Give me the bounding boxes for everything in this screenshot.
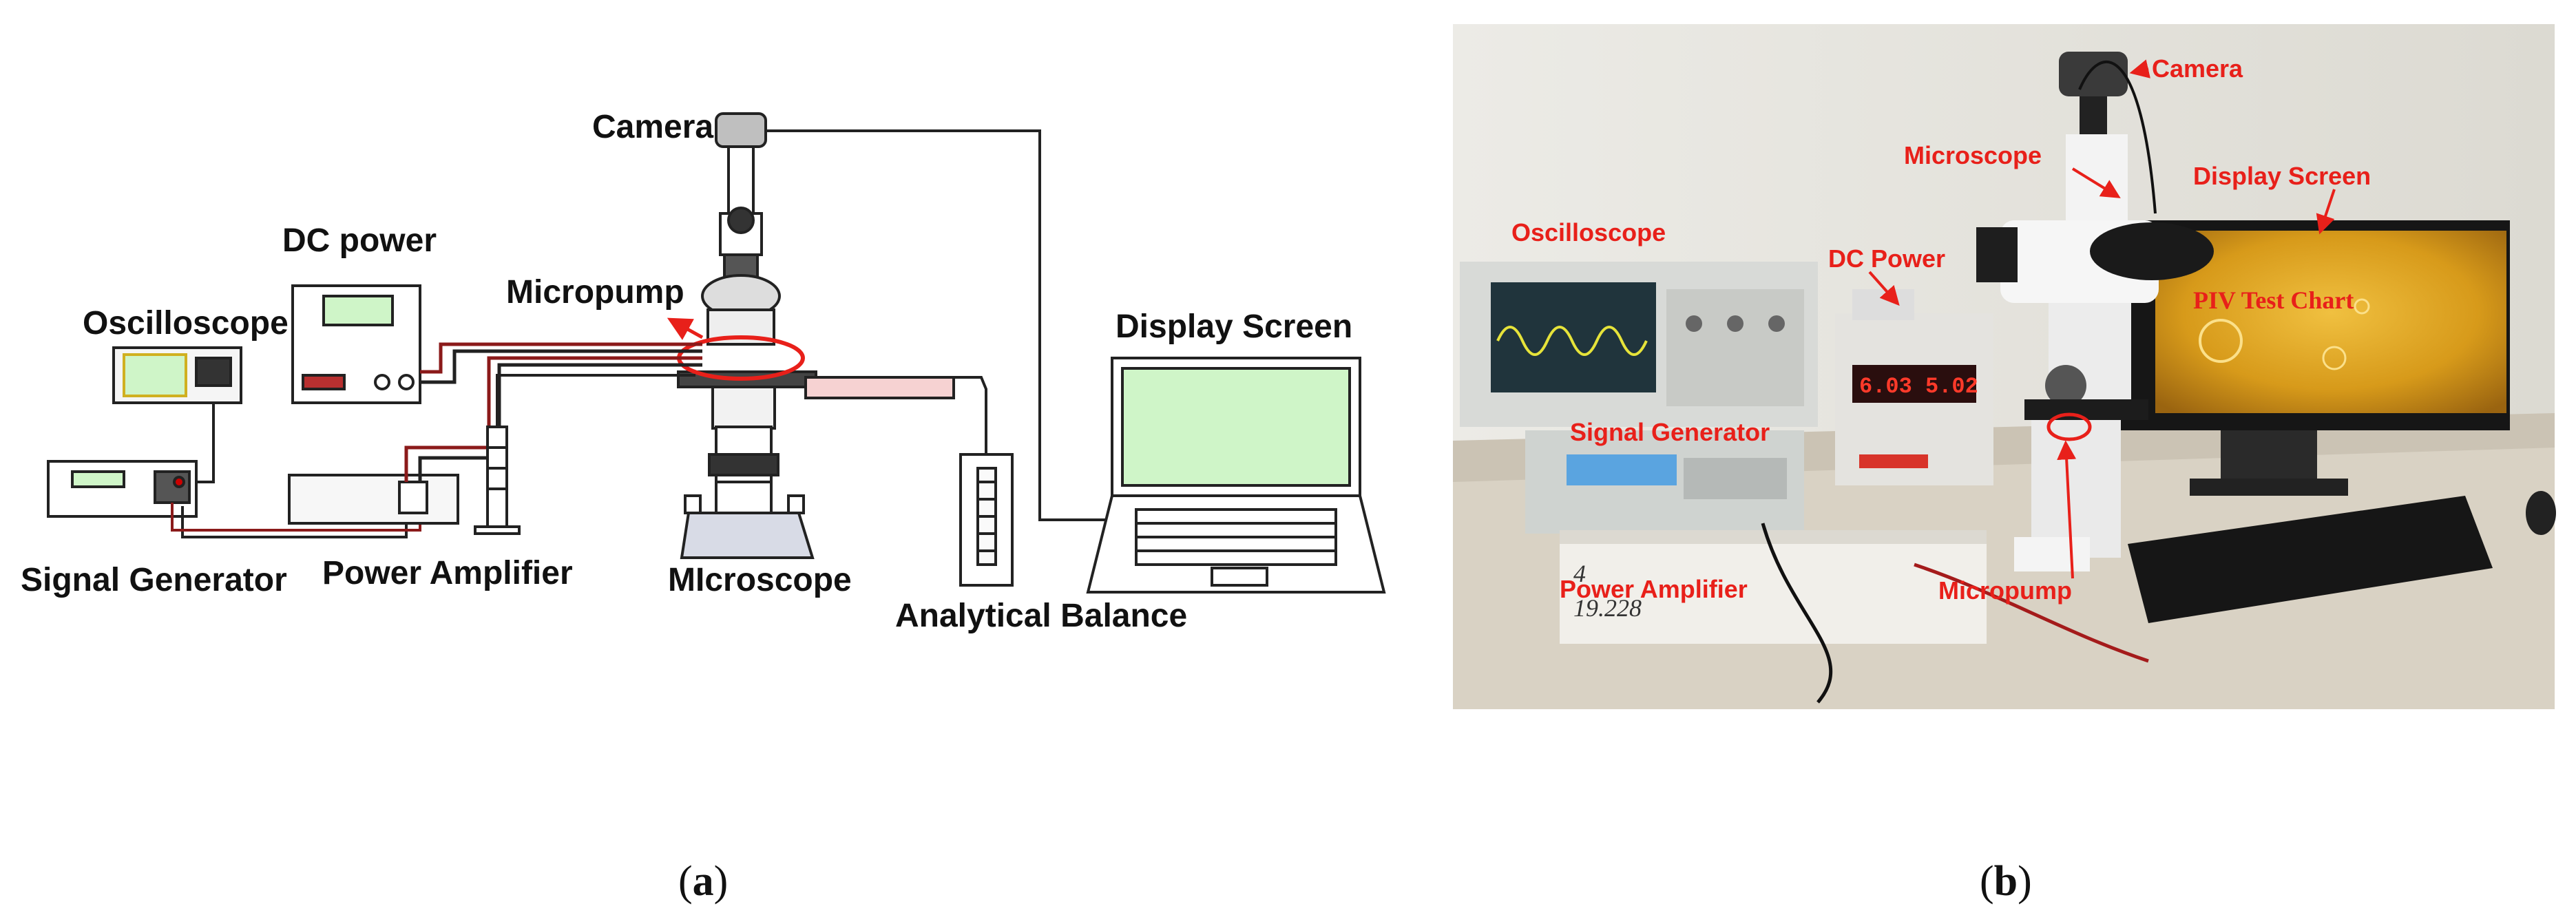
dc-power-photo-icon: 6.03 5.02 (1835, 289, 1993, 485)
camera-cable (766, 129, 1116, 521)
cables (1761, 523, 1833, 704)
mouse-icon (2526, 491, 2556, 535)
panel-a-schematic (47, 112, 1386, 594)
label-b-display-screen: Display Screen (2193, 162, 2371, 190)
camera-icon (715, 112, 767, 148)
microscope-photo-icon (1976, 52, 2214, 571)
microscope-base-icon (680, 512, 815, 559)
analytical-balance-icon (959, 453, 1014, 587)
label-a-power-amplifier: Power Amplifier (322, 555, 573, 591)
reservoir-icon (804, 376, 955, 399)
label-b-dc-power: DC Power (1828, 244, 1945, 273)
label-b-camera: Camera (2152, 54, 2243, 83)
label-b-piv-test-chart: PIV Test Chart (2193, 286, 2354, 314)
panel-b-labels: Camera Microscope Display Screen Oscillo… (1511, 54, 2371, 605)
label-a-dc-power: DC power (282, 222, 437, 259)
dc-power-readout: 6.03 5.02 (1859, 374, 1978, 399)
panel-b-photo: 6.03 5.02 4 19.228 (1453, 24, 2556, 709)
label-b-signal-generator: Signal Generator (1570, 418, 1770, 446)
signal-generator-photo-icon (1525, 430, 1804, 534)
panel-a-labels: Camera DC power Micropump Oscilloscope D… (21, 109, 1352, 634)
label-a-signal-generator: Signal Generator (21, 562, 287, 598)
label-a-micropump: Micropump (506, 274, 684, 311)
label-b-power-amplifier: Power Amplifier (1560, 575, 1748, 603)
caption-a: (a) (678, 858, 728, 905)
label-b-oscilloscope: Oscilloscope (1511, 218, 1666, 246)
amp-sign-line1: 4 (1573, 560, 1586, 587)
annotation-arrows (1868, 59, 2336, 579)
label-a-camera: Camera (592, 109, 713, 145)
label-b-microscope: Microscope (1904, 141, 2042, 169)
oscilloscope-icon (112, 346, 242, 404)
dc-power-icon (291, 284, 421, 404)
label-a-display-screen: Display Screen (1116, 308, 1352, 345)
amp-sign-line2: 19.228 (1573, 594, 1642, 622)
label-a-oscilloscope: Oscilloscope (83, 305, 289, 342)
display-screen-icon (1086, 357, 1386, 594)
label-b-micropump: Micropump (1938, 576, 2072, 605)
power-amplifier-photo-icon: 4 19.228 (1560, 530, 1987, 644)
caption-b: (b) (1980, 858, 2032, 905)
power-amplifier-icon (288, 474, 459, 525)
measuring-cylinder-icon (474, 426, 521, 535)
signal-generator-icon (47, 460, 198, 518)
micropump-photo-marker (2046, 412, 2092, 441)
label-a-microscope: MIcroscope (668, 562, 852, 598)
keyboard-icon (2128, 491, 2556, 623)
oscilloscope-photo-icon (1460, 262, 1818, 427)
label-a-analytical-balance: Analytical Balance (895, 598, 1187, 634)
